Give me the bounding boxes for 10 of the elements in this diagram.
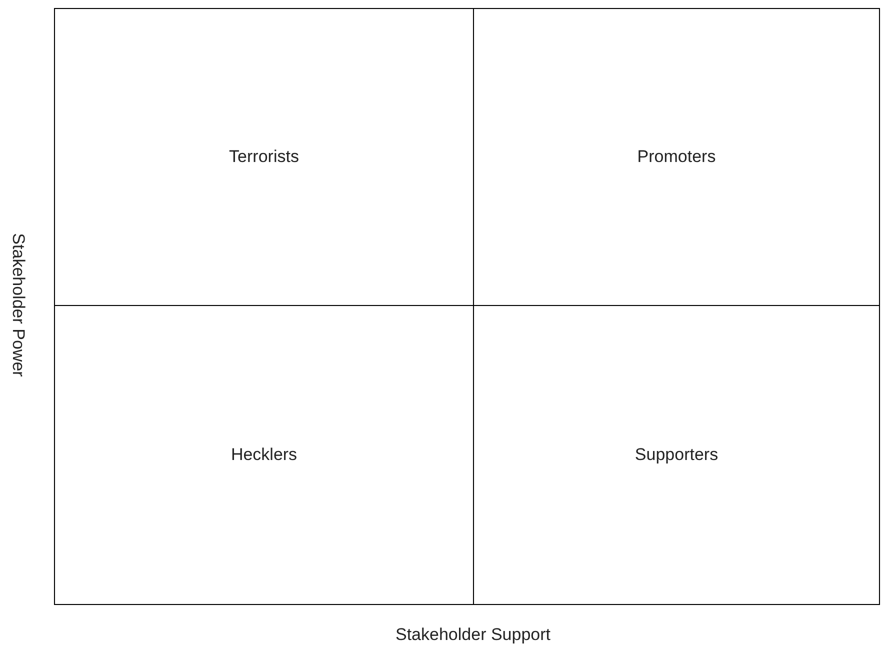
quadrant-label: Terrorists bbox=[229, 147, 299, 167]
quadrant-box bbox=[54, 305, 474, 605]
quadrant-box bbox=[54, 8, 474, 306]
quadrant-label: Supporters bbox=[634, 445, 718, 465]
axis-label: Stakeholder Power bbox=[8, 233, 28, 377]
quadrant-box bbox=[473, 8, 880, 306]
axis-label: Stakeholder Support bbox=[396, 625, 550, 645]
quadrant-label: Promoters bbox=[637, 147, 716, 167]
quadrant-box bbox=[473, 305, 880, 605]
quadrant-label: Hecklers bbox=[230, 445, 298, 465]
